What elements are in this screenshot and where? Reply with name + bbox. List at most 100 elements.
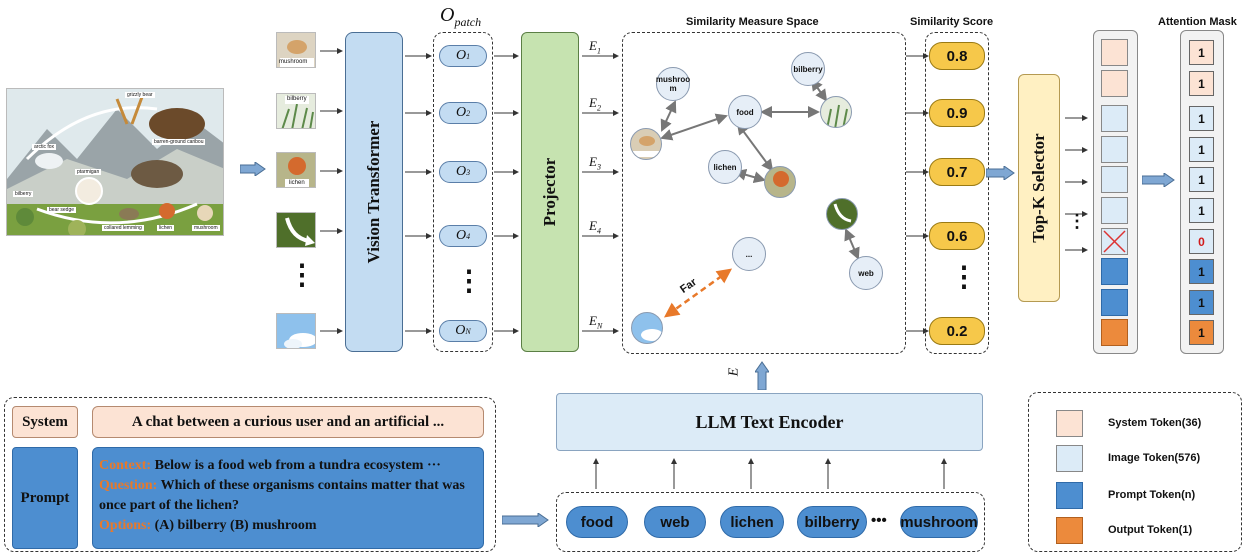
e-label-1-main: E bbox=[589, 38, 597, 53]
node-arrow-patch bbox=[826, 198, 858, 230]
arrow-tokens-to-mask bbox=[1142, 173, 1175, 187]
mask-cell-1: 1 bbox=[1189, 40, 1214, 65]
e-up-label: E bbox=[726, 367, 742, 377]
o-token-n-main: O bbox=[455, 323, 466, 338]
patch-mushroom: mushroom bbox=[276, 32, 316, 68]
prompt-text-box: Context: Below is a food web from a tund… bbox=[92, 447, 484, 549]
topk-arrows-ellipsis: ⋮ bbox=[1068, 211, 1086, 231]
o-token-2-main: O bbox=[455, 105, 467, 120]
arrow-encoder-to-space bbox=[755, 361, 769, 390]
score-4: 0.6 bbox=[929, 222, 985, 250]
food-web-label-fox: arctic fox bbox=[32, 144, 57, 150]
keyword-lichen: lichen bbox=[720, 506, 784, 538]
similarity-space-title: Similarity Measure Space bbox=[686, 16, 819, 28]
vision-transformer-block: Vision Transformer bbox=[345, 32, 403, 352]
keyword-web: web bbox=[644, 506, 706, 538]
similarity-score-column bbox=[925, 32, 989, 354]
legend-box bbox=[1028, 392, 1242, 552]
token-system-1 bbox=[1101, 39, 1128, 66]
legend-label-system: System Token(36) bbox=[1108, 417, 1202, 429]
token-image-4 bbox=[1101, 197, 1128, 224]
patch-arrow bbox=[276, 212, 316, 248]
legend-label-output: Output Token(1) bbox=[1108, 524, 1193, 536]
food-web-label-sedge: bear sedge bbox=[47, 207, 77, 213]
node-web: web bbox=[849, 256, 883, 290]
node-mushroom-patch bbox=[630, 128, 662, 160]
arrows-keywords-to-encoder bbox=[593, 458, 947, 489]
node-sky-patch bbox=[631, 312, 663, 344]
patch-bilberry: bilberry bbox=[276, 93, 316, 129]
e-label-n-main: E bbox=[589, 313, 597, 328]
node-bilberry: bilberry bbox=[791, 52, 825, 86]
o-token-2-sub: 2 bbox=[466, 108, 471, 118]
e-label-2-main: E bbox=[589, 95, 597, 110]
patch-label-bilberry: bilberry bbox=[287, 96, 307, 102]
patch-ellipsis: ⋮ bbox=[288, 260, 316, 291]
score-2: 0.9 bbox=[929, 99, 985, 127]
system-label-box: System bbox=[12, 406, 78, 438]
keyword-bilberry: bilberry bbox=[797, 506, 867, 538]
food-web-label-grizzly: grizzly bear bbox=[125, 92, 155, 98]
food-web-label-bilberry: bilberry bbox=[13, 191, 34, 197]
arrow-image-to-patches bbox=[240, 162, 266, 176]
legend-swatch-output bbox=[1056, 517, 1083, 544]
mask-cell-8: 1 bbox=[1189, 259, 1214, 284]
e-label-4: E4 bbox=[589, 218, 601, 236]
node-food: food bbox=[728, 95, 762, 129]
mask-cell-6: 1 bbox=[1189, 198, 1214, 223]
e-label-3-sub: 3 bbox=[596, 162, 601, 172]
score-n: 0.2 bbox=[929, 317, 985, 345]
arrows-patches-to-vit bbox=[320, 48, 343, 334]
food-web-image: grizzly bear barren-ground caribou arcti… bbox=[6, 88, 224, 236]
legend-label-prompt: Prompt Token(n) bbox=[1108, 489, 1196, 501]
mask-cell-9: 1 bbox=[1189, 290, 1214, 315]
e-label-4-main: E bbox=[589, 218, 597, 233]
e-label-3-main: E bbox=[589, 154, 597, 169]
question-text: Which of these organisms contains matter… bbox=[99, 478, 465, 513]
options-label: Options: bbox=[99, 518, 152, 533]
arrow-scores-to-topk bbox=[986, 166, 1015, 180]
vision-transformer-label: Vision Transformer bbox=[364, 120, 383, 264]
e-label-2: E2 bbox=[589, 95, 601, 113]
llm-text-encoder-label: LLM Text Encoder bbox=[695, 411, 844, 432]
o-token-4-sub: 4 bbox=[466, 231, 471, 241]
keyword-row bbox=[556, 492, 985, 552]
score-3: 0.7 bbox=[929, 158, 985, 186]
node-dots: ... bbox=[732, 237, 766, 271]
arrows-space-to-scores bbox=[906, 53, 929, 334]
arrows-topk-to-tokens bbox=[1065, 115, 1088, 253]
o-patch-title: Opatch bbox=[440, 4, 481, 30]
token-output bbox=[1101, 319, 1128, 346]
o-token-n-sub: N bbox=[465, 326, 471, 336]
prompt-label: Prompt bbox=[20, 489, 70, 506]
system-text-box: A chat between a curious user and an art… bbox=[92, 406, 484, 438]
e-label-1-sub: 1 bbox=[596, 46, 601, 56]
food-web-label-mushroom: mushroom bbox=[192, 225, 220, 231]
pruned-x-icon bbox=[1103, 230, 1126, 253]
mask-cell-7: 0 bbox=[1189, 229, 1214, 254]
e-label-4-sub: 4 bbox=[596, 226, 601, 236]
food-web-label-caribou: barren-ground caribou bbox=[152, 139, 206, 145]
node-bilberry-patch bbox=[820, 96, 852, 128]
options-text: (A) bilberry (B) mushroom bbox=[154, 518, 317, 533]
node-lichen: lichen bbox=[708, 150, 742, 184]
arrows-projector-to-space bbox=[582, 53, 619, 334]
projector-label: Projector bbox=[540, 157, 559, 227]
keyword-mushroom: mushroom bbox=[900, 506, 978, 538]
mask-cell-2: 1 bbox=[1189, 71, 1214, 96]
legend-label-image: Image Token(576) bbox=[1108, 452, 1201, 464]
legend-swatch-system bbox=[1056, 410, 1083, 437]
similarity-space-box bbox=[622, 32, 906, 354]
o-token-3-sub: 3 bbox=[466, 167, 471, 177]
question-label: Question: bbox=[99, 478, 158, 493]
o-token-1-main: O bbox=[455, 48, 467, 63]
token-system-2 bbox=[1101, 70, 1128, 97]
legend-swatch-prompt bbox=[1056, 482, 1083, 509]
e-label-1: E1 bbox=[589, 38, 601, 56]
token-image-2 bbox=[1101, 136, 1128, 163]
token-prompt-2 bbox=[1101, 289, 1128, 316]
attention-mask-title: Attention Mask bbox=[1158, 16, 1237, 28]
